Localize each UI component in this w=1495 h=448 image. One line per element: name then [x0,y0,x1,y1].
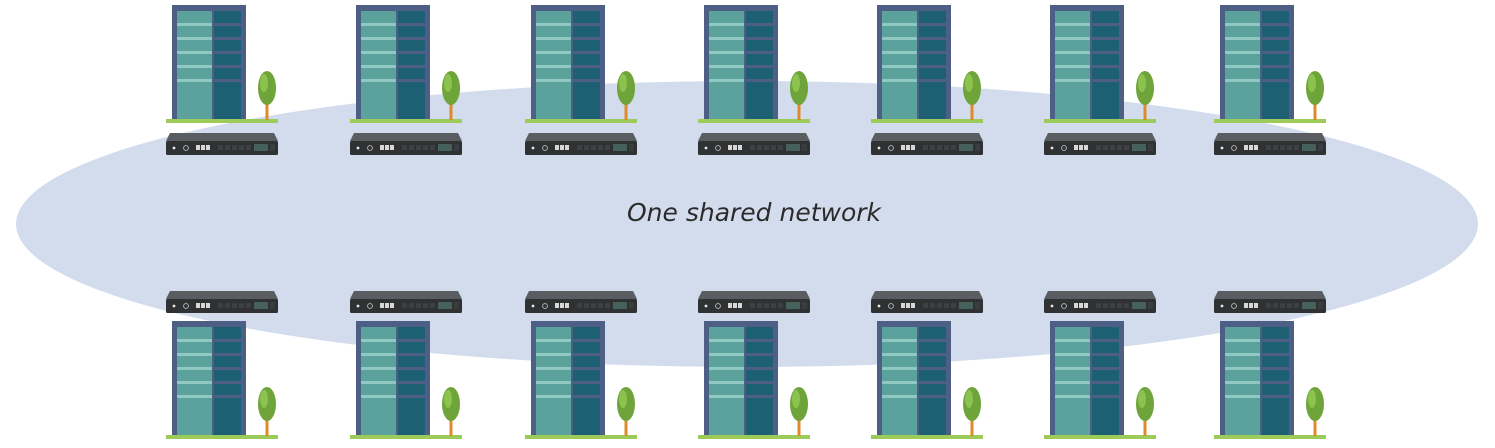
ground-strip [350,435,462,439]
tree-icon [1306,387,1324,436]
office-building-icon [531,5,605,121]
tree-icon [617,387,635,436]
tree-icon [442,71,460,120]
site-bottom-1 [166,291,278,439]
network-switch-icon [525,291,637,313]
site-bottom-6 [1044,291,1156,439]
sites-group [166,5,1326,439]
office-building-icon [531,321,605,437]
tree-icon [1306,71,1324,120]
office-building-icon [172,321,246,437]
network-switch-icon [166,133,278,155]
office-building-icon [1050,321,1124,437]
ground-strip [871,435,983,439]
ground-strip [1214,119,1326,123]
site-top-1 [166,5,278,155]
network-switch-icon [871,133,983,155]
office-building-icon [704,321,778,437]
tree-icon [1136,387,1154,436]
office-building-icon [877,5,951,121]
site-top-4 [698,5,810,155]
tree-icon [258,387,276,436]
office-building-icon [356,321,430,437]
office-building-icon [704,5,778,121]
ground-strip [350,119,462,123]
ground-strip [525,119,637,123]
site-bottom-4 [698,291,810,439]
ground-strip [1214,435,1326,439]
network-switch-icon [871,291,983,313]
site-top-7 [1214,5,1326,155]
ground-strip [1044,435,1156,439]
office-building-icon [1220,5,1294,121]
tree-icon [963,71,981,120]
site-top-3 [525,5,637,155]
office-building-icon [172,5,246,121]
network-switch-icon [1214,291,1326,313]
tree-icon [1136,71,1154,120]
tree-icon [963,387,981,436]
ground-strip [166,119,278,123]
network-label: One shared network [627,198,883,227]
network-switch-icon [166,291,278,313]
network-switch-icon [1044,133,1156,155]
office-building-icon [1220,321,1294,437]
network-switch-icon [350,291,462,313]
ground-strip [871,119,983,123]
site-bottom-7 [1214,291,1326,439]
tree-icon [617,71,635,120]
ground-strip [698,435,810,439]
site-top-2 [350,5,462,155]
site-bottom-5 [871,291,983,439]
network-switch-icon [1214,133,1326,155]
site-bottom-2 [350,291,462,439]
network-switch-icon [698,291,810,313]
ground-strip [698,119,810,123]
network-switch-icon [698,133,810,155]
tree-icon [790,71,808,120]
network-switch-icon [350,133,462,155]
office-building-icon [356,5,430,121]
site-bottom-3 [525,291,637,439]
site-top-6 [1044,5,1156,155]
ground-strip [525,435,637,439]
network-switch-icon [525,133,637,155]
network-switch-icon [1044,291,1156,313]
tree-icon [258,71,276,120]
tree-icon [790,387,808,436]
ground-strip [166,435,278,439]
site-top-5 [871,5,983,155]
office-building-icon [877,321,951,437]
tree-icon [442,387,460,436]
office-building-icon [1050,5,1124,121]
ground-strip [1044,119,1156,123]
